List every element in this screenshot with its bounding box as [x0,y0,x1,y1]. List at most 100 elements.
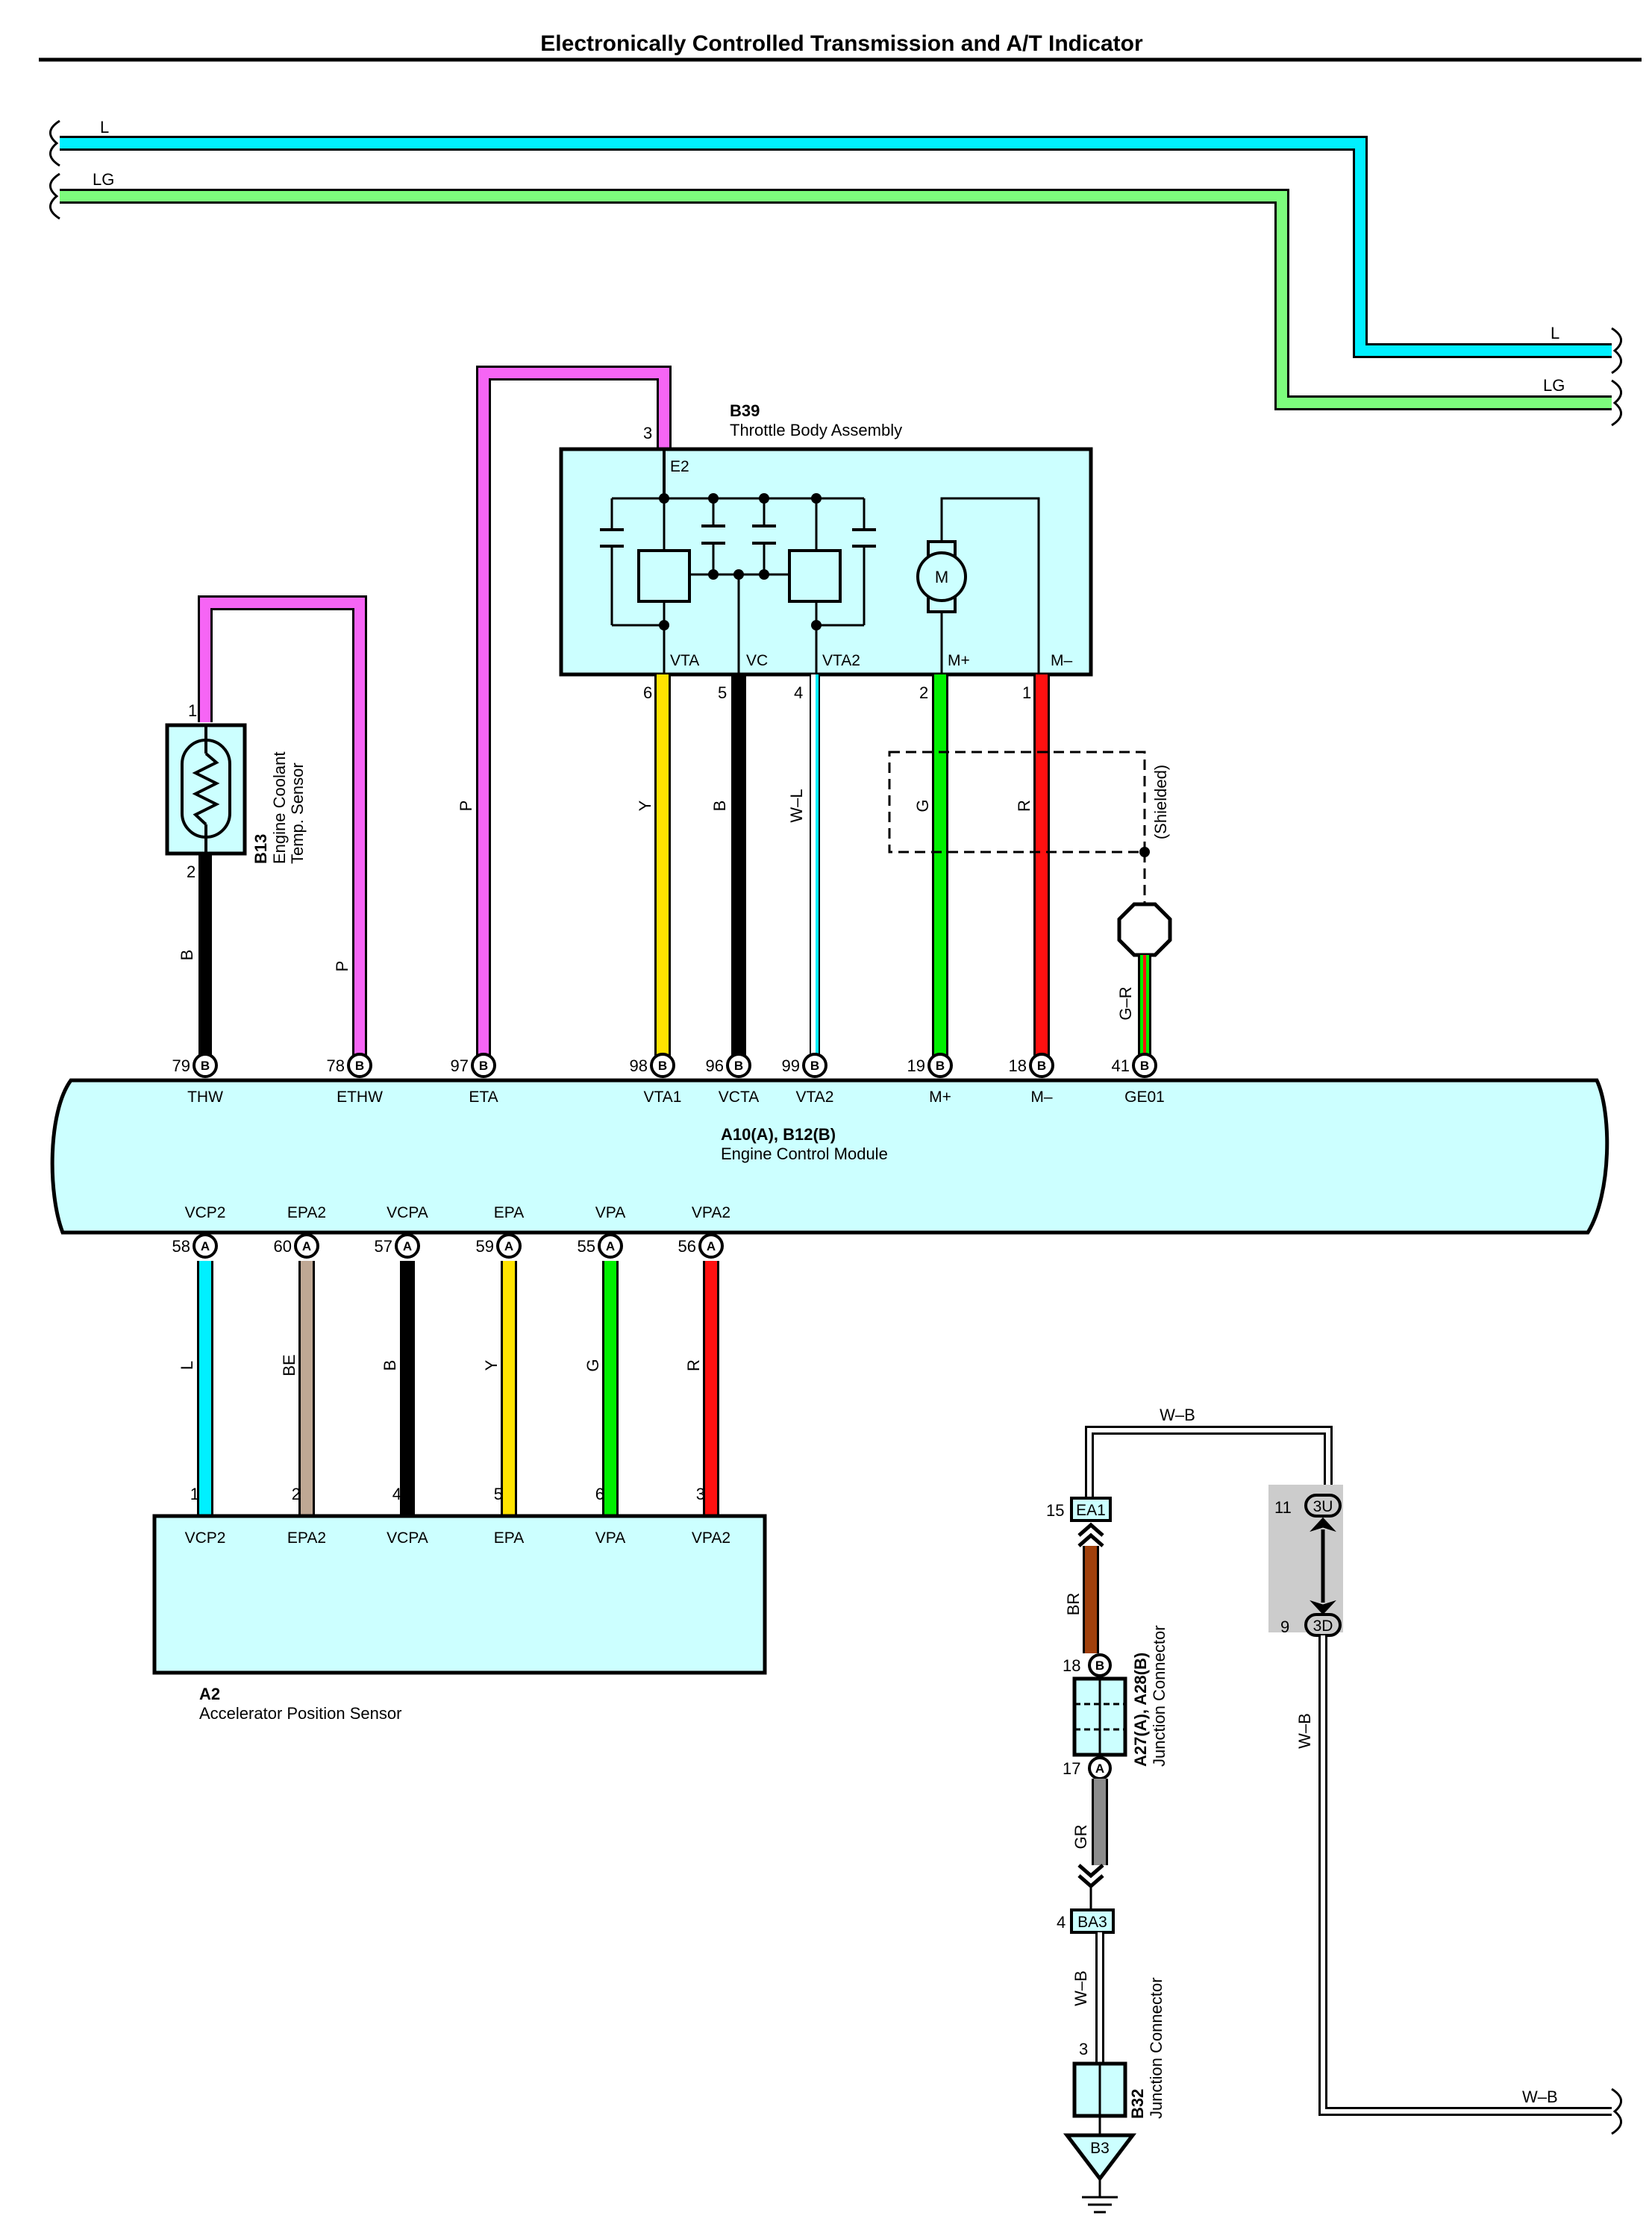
ecm-terminal-label: M+ [929,1089,951,1106]
a2-terminal-label: EPA2 [287,1529,326,1547]
ecm-terminal-label: VCPA [387,1204,428,1221]
b39-terminal-vc: VC [746,652,768,669]
ecm-terminal-label: THW [187,1089,223,1106]
b39-throttle-body: M [559,447,1093,677]
ecm-pin-number: 79 [172,1056,190,1075]
b39-pin-mminus: 1 [1022,683,1031,702]
ba3-pin: 4 [1057,1913,1066,1932]
b13-coolant-sensor [165,723,247,856]
ecm-pin-terminal [650,1053,675,1078]
a2-name: Accelerator Position Sensor [199,1704,401,1723]
ba3-chevron-1 [1077,1864,1104,1879]
b39-e2-label: E2 [670,458,689,475]
ecm-pin-number: 58 [172,1237,190,1256]
ecm-pin-connector-letter: B [936,1059,945,1073]
ecm-codes: A10(A), B12(B) [721,1125,836,1144]
ecm-pin-terminal [193,1053,218,1078]
motor-icon: M [916,497,1040,674]
jc-double-arrow-icon [1310,1517,1336,1615]
b3-ground-point [1063,2133,1137,2182]
a27-codes: A27(A), A28(B) [1131,1653,1150,1767]
wire-ethw [198,595,367,1065]
wire-label-lg-left: LG [93,170,114,189]
ecm-pin-terminal [698,1233,724,1259]
a27-top-terminal [1088,1653,1112,1677]
b39-pin-vta2: 4 [794,683,803,702]
thermistor-icon [192,752,220,826]
ecm-pin-number: 56 [678,1237,696,1256]
a2-pin-number: 3 [696,1485,705,1503]
jc-3u-pin: 11 [1274,1498,1292,1517]
a27-name: Junction Connector [1150,1625,1168,1767]
b32-name: Junction Connector [1147,1977,1166,2119]
ecm-pin-number: 55 [578,1237,595,1256]
ecm-terminal-label: VPA [595,1204,625,1221]
ba3-connector [1070,1908,1115,1934]
wire-label-l-left: L [100,118,109,137]
ecm-pin-number: 57 [375,1237,392,1256]
ecm-pin-number: 78 [327,1056,345,1075]
ecm-terminal-label: EPA2 [287,1204,326,1221]
ecm-pin-connector-letter: B [1037,1059,1046,1073]
ecm-pin-terminal [927,1053,953,1078]
wire-label-mminus: R [1015,800,1033,812]
wire-label-br: BR [1064,1593,1083,1616]
jc-3d-name: 3D [1313,1618,1333,1635]
b39-terminal-vta2: VTA2 [822,652,860,669]
ecm-pin-number: 41 [1112,1056,1130,1075]
b3-name: B3 [1090,2140,1110,2157]
wire-vta2 [810,674,820,1065]
b39-pin-mplus: 2 [919,683,928,702]
ecm-pin-connector-letter: A [201,1239,210,1253]
a2-terminal-label: VCPA [387,1529,428,1547]
wire-label-vpa2: R [684,1359,703,1371]
wire-l-top [60,136,1612,358]
ea1-name: EA1 [1076,1502,1106,1519]
b39-terminal-vta: VTA [670,652,699,669]
a27-internal-lines [1074,1679,1125,1755]
ecm-terminal-label: EPA [494,1204,524,1221]
jc-3u-name: 3U [1313,1498,1333,1515]
shield-enclosure [888,751,1146,904]
ecm-pin-terminal [471,1053,496,1078]
ecm-pin-connector-letter: A [403,1239,412,1253]
wire-wb-top-loop [1085,1426,1333,1498]
b13-code: B13 [251,834,270,864]
a2-terminal-label: EPA [494,1529,524,1547]
ea1-connector [1070,1497,1112,1522]
b13-name-line2: Temp. Sensor [288,762,307,864]
ecm-terminal-label: GE01 [1124,1089,1165,1106]
wire-label-l-right: L [1551,324,1559,342]
ecm-pin-connector-letter: A [302,1239,311,1253]
ecm-pin-number: 18 [1009,1056,1027,1075]
wire-break-right-wb [1611,2088,1622,2135]
b39-pin-e2: 3 [643,424,652,442]
b13-pin-top: 1 [188,701,197,720]
a27-top-conn: B [1095,1659,1104,1673]
ecm-body [50,1078,1609,1235]
ba3-name: BA3 [1077,1914,1107,1931]
wire-label-mplus: G [913,799,932,812]
ecm-pin-terminal [347,1053,372,1078]
wire-label-vcpa: B [381,1360,399,1371]
wire-label-vpa: G [583,1359,602,1371]
a2-terminal-label: VPA2 [692,1529,730,1547]
wire-eta [476,366,672,1065]
a2-pin-number: 2 [292,1485,301,1503]
wire-lg-top [60,189,1612,410]
ecm-pin-terminal [802,1053,827,1078]
diagram-title: Electronically Controlled Transmission a… [540,31,1143,56]
jc-3d-pin: 9 [1280,1618,1289,1636]
b39-code: B39 [730,401,760,420]
a2-terminal-label: VPA [595,1529,625,1547]
ecm-pin-connector-letter: A [606,1239,615,1253]
ecm-pin-connector-letter: A [504,1239,513,1253]
ecm-pin-number: 19 [907,1056,925,1075]
ecm-pin-terminal [395,1233,420,1259]
ecm-pin-number: 96 [706,1056,724,1075]
shield-junction-dot [1139,847,1150,857]
a27-bottom-pin: 17 [1063,1759,1080,1778]
ecm-terminal-label: VTA1 [644,1089,682,1106]
wire-label-ge01: G–R [1116,986,1135,1020]
